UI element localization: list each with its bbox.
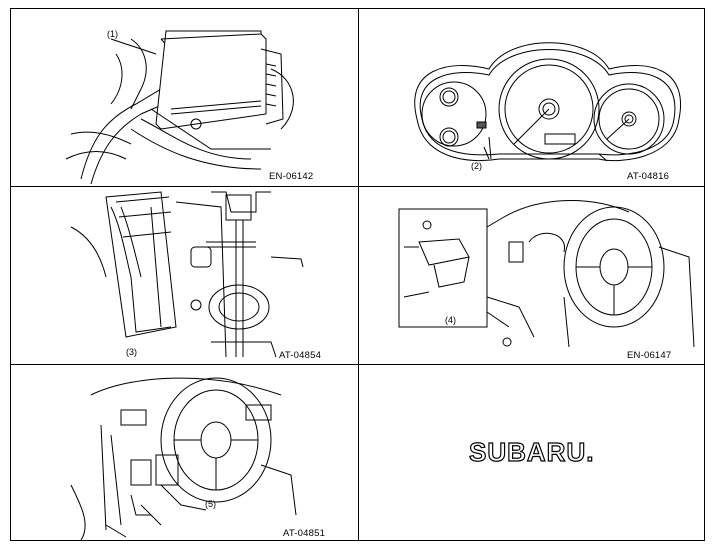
figure-code-1: EN-06142 xyxy=(269,171,314,182)
figure-code-2: AT-04816 xyxy=(627,171,670,182)
figure-data-link-connector: (4) EN-06147 xyxy=(359,187,706,364)
callout-3: (3) xyxy=(126,347,137,357)
tcm-console-illustration xyxy=(70,191,304,358)
data-link-connector-illustration xyxy=(398,200,695,348)
ecm-module-illustration xyxy=(65,30,294,185)
figure-code-5: AT-04851 xyxy=(283,528,326,539)
dashboard-panel-illustration xyxy=(70,377,297,541)
figure-tcm-console: (3) AT-04854 xyxy=(11,187,358,364)
grid-divider-row-1 xyxy=(11,186,704,188)
grid-divider-row-2 xyxy=(11,364,704,366)
combination-meter-illustration xyxy=(414,42,681,162)
figure-code-4: EN-06147 xyxy=(627,350,672,361)
figure-dashboard-panel: (5) AT-04851 xyxy=(11,365,358,542)
grid-divider-vertical xyxy=(358,9,360,540)
figure-combination-meter: (2) AT-04816 xyxy=(359,9,706,186)
figure-ecm-module: (1) EN-06142 xyxy=(11,9,358,186)
callout-4: (4) xyxy=(445,315,456,325)
figure-sheet: (1) EN-06142 (2) AT-0 xyxy=(10,8,705,541)
logo-panel: SUBARU. xyxy=(359,365,706,542)
callout-2: (2) xyxy=(471,161,482,171)
callout-5: (5) xyxy=(205,499,216,509)
callout-1: (1) xyxy=(107,29,118,39)
subaru-logo: SUBARU. xyxy=(468,436,595,467)
figure-code-3: AT-04854 xyxy=(279,350,322,361)
